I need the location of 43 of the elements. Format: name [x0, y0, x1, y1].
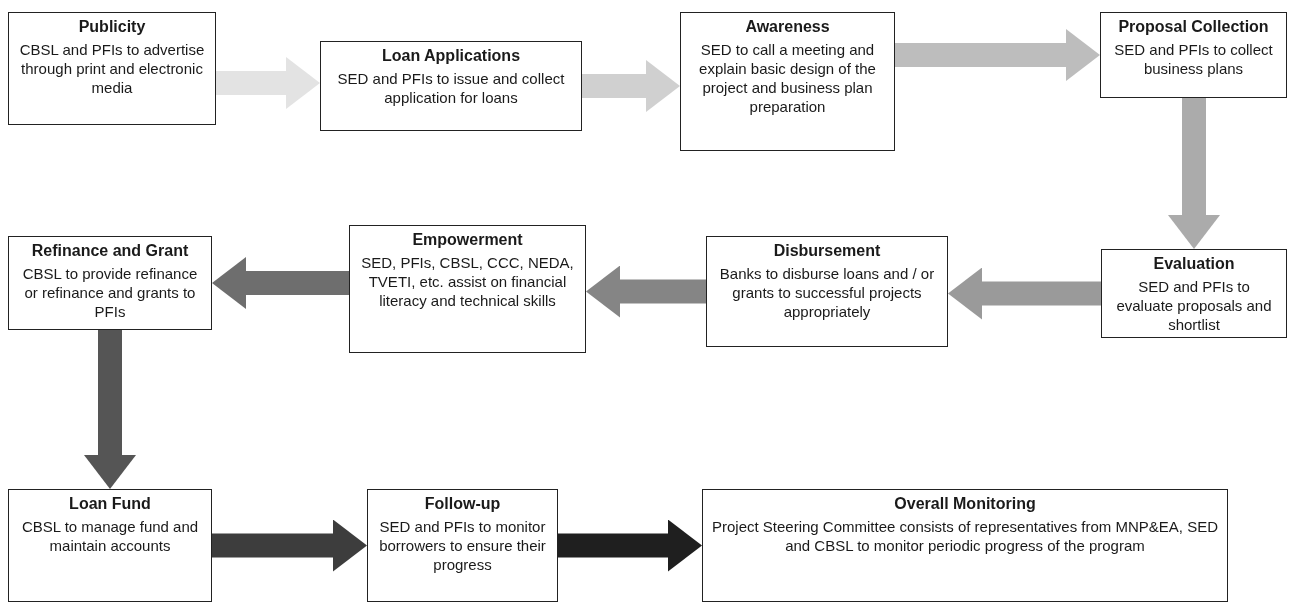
box-heading: Disbursement	[773, 241, 881, 261]
box-text: CBSL and PFIs to advertise through print and electronic media	[18, 40, 206, 97]
block-arrow	[212, 257, 349, 309]
box-heading: Evaluation	[1153, 254, 1235, 274]
box-text: CBSL to provide refinance or refinance and grants to PFIs	[21, 264, 199, 321]
box-text: SED to call a meeting and explain basic design of the project and business plan preparation	[698, 40, 877, 116]
process-box	[8, 236, 212, 330]
process-box	[706, 236, 948, 347]
block-arrow	[586, 265, 706, 318]
block-arrow	[948, 267, 1101, 320]
block-arrow	[558, 519, 702, 572]
box-heading: Empowerment	[412, 230, 523, 250]
block-arrow	[582, 60, 680, 112]
box-heading: Loan Applications	[381, 46, 521, 66]
box-heading: Refinance and Grant	[31, 241, 189, 261]
process-box	[1101, 249, 1287, 338]
process-box	[8, 12, 216, 125]
box-text: Project Steering Committee consists of representatives from MNP&EA, SED and CBSL to monitor periodic progress of the program	[711, 517, 1219, 555]
box-text: SED, PFIs, CBSL, CCC, NEDA, TVETI, etc. assist on financial literacy and technical skills	[360, 253, 575, 310]
box-text: SED and PFIs to monitor borrowers to ensure their progress	[378, 517, 547, 574]
block-arrow	[895, 29, 1100, 81]
box-text: SED and PFIs to evaluate proposals and shortlist	[1115, 277, 1273, 334]
box-text: CBSL to manage fund and maintain accounts	[20, 517, 200, 555]
process-box	[320, 41, 582, 131]
process-box	[680, 12, 895, 151]
box-heading: Publicity	[78, 17, 146, 37]
box-heading: Proposal Collection	[1118, 17, 1269, 37]
block-arrow	[1168, 98, 1220, 249]
block-arrow	[84, 330, 136, 489]
box-heading: Loan Fund	[69, 494, 151, 514]
box-text: SED and PFIs to collect business plans	[1113, 40, 1274, 78]
box-text: SED and PFIs to issue and collect application for loans	[336, 69, 566, 107]
block-arrow	[212, 519, 367, 572]
process-box	[1100, 12, 1287, 98]
box-heading: Overall Monitoring	[894, 494, 1036, 514]
box-heading: Awareness	[745, 17, 830, 37]
block-arrow	[216, 57, 320, 109]
box-text: Banks to disburse loans and / or grants to successful projects appropriately	[718, 264, 936, 321]
box-heading: Follow-up	[424, 494, 501, 514]
process-box	[8, 489, 212, 602]
process-box	[349, 225, 586, 353]
process-box	[702, 489, 1228, 602]
process-box	[367, 489, 558, 602]
